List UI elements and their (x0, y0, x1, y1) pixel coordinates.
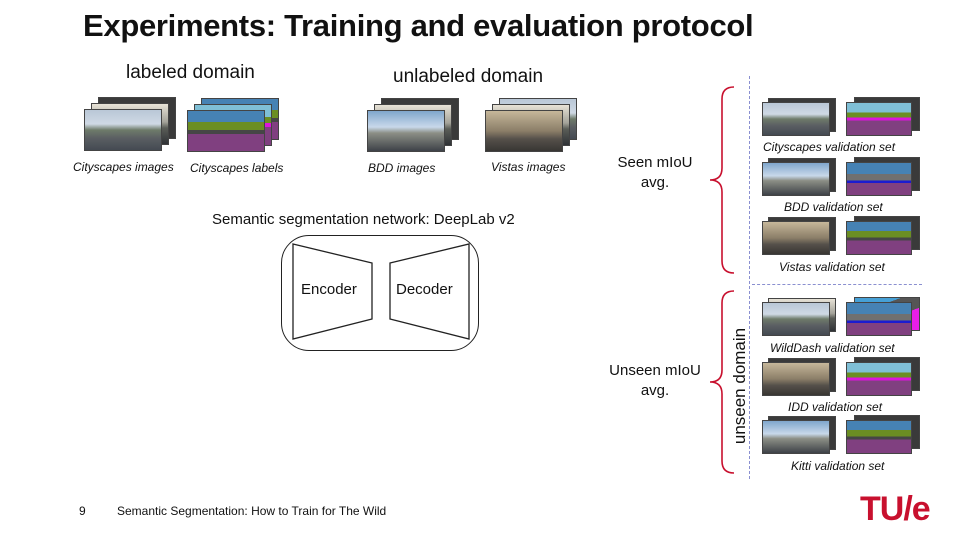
seen-brace (709, 86, 735, 274)
vistas-validation-caption: Vistas validation set (779, 260, 885, 274)
wilddash-validation-label (846, 297, 922, 337)
kitti-validation-label (846, 415, 922, 455)
cityscapes-validation-caption: Cityscapes validation set (763, 140, 896, 154)
cityscapes-validation-image (762, 98, 838, 138)
vistas-images-caption: Vistas images (491, 160, 566, 174)
bdd-images-caption: BDD images (368, 161, 436, 175)
vistas-images-thumbnail (485, 98, 585, 158)
bdd-validation-label (846, 157, 922, 197)
encoder-shape (292, 243, 373, 340)
unseen-miou-line1: Unseen mIoU (609, 362, 701, 379)
wilddash-validation-caption: WildDash validation set (770, 341, 895, 355)
decoder-label: Decoder (396, 281, 453, 298)
footer-text: Semantic Segmentation: How to Train for … (117, 504, 387, 518)
network-box (281, 235, 479, 351)
idd-validation-label (846, 357, 922, 397)
idd-validation-caption: IDD validation set (788, 400, 883, 414)
cityscapes-images-thumbnail (84, 97, 184, 157)
seen-miou-line1: Seen mIoU (617, 154, 693, 171)
seen-miou-label: Seen mIoU avg. (615, 153, 695, 193)
cityscapes-labels-thumbnail (187, 98, 287, 158)
network-title: Semantic segmentation network: DeepLab v… (212, 211, 515, 228)
bdd-validation-caption: BDD validation set (784, 200, 883, 214)
encoder-decoder-diagram (292, 243, 470, 340)
vertical-divider (749, 76, 750, 479)
horizontal-divider (752, 284, 922, 285)
seen-miou-line2: avg. (640, 174, 670, 191)
unlabeled-domain-heading: unlabeled domain (393, 66, 544, 87)
kitti-validation-caption: Kitti validation set (791, 459, 885, 473)
unseen-miou-line2: avg. (640, 382, 670, 399)
unseen-miou-label: Unseen mIoU avg. (600, 361, 710, 401)
unseen-brace (709, 290, 735, 474)
unseen-domain-text: unseen domain (730, 327, 749, 445)
tue-logo: TU/e (860, 490, 931, 528)
idd-validation-image (762, 358, 838, 398)
wilddash-validation-image (762, 298, 838, 338)
decoder-shape (389, 243, 470, 340)
cityscapes-labels-caption: Cityscapes labels (190, 161, 284, 175)
cityscapes-validation-label (846, 97, 922, 137)
bdd-images-thumbnail (367, 98, 467, 158)
kitti-validation-image (762, 416, 838, 456)
vistas-validation-label (846, 216, 922, 256)
vistas-validation-image (762, 217, 838, 257)
cityscapes-images-caption: Cityscapes images (73, 160, 174, 174)
page-number: 9 (79, 504, 86, 518)
labeled-domain-heading: labeled domain (126, 62, 255, 83)
bdd-validation-image (762, 158, 838, 198)
slide-title: Experiments: Training and evaluation pro… (83, 8, 754, 43)
unseen-domain-vertical-label: unseen domain (725, 316, 755, 456)
encoder-label: Encoder (301, 281, 357, 298)
